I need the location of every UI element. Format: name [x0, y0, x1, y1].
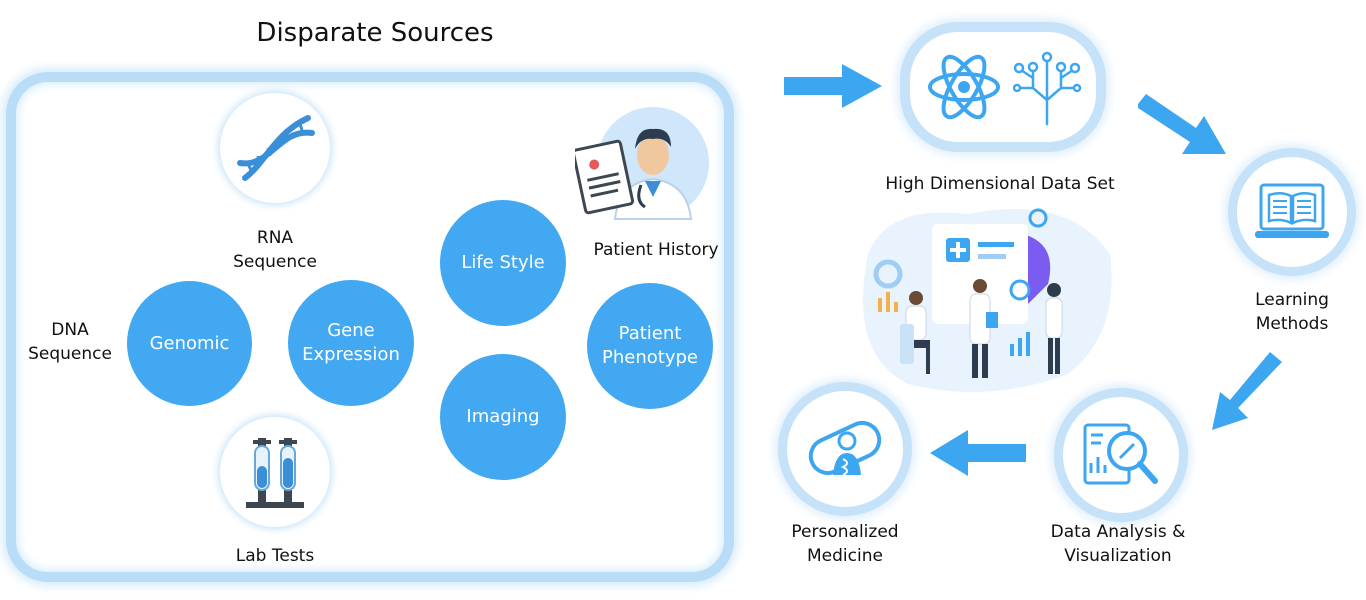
- learning-methods-ring: [1228, 148, 1356, 276]
- data-analysis-label: Data Analysis & Visualization: [1050, 522, 1186, 566]
- lab-tests-label: Lab Tests: [235, 546, 315, 566]
- patient-history-label: Patient History: [593, 240, 719, 260]
- genomic-circle: Genomic: [127, 281, 252, 406]
- atom-icon: [928, 54, 1000, 120]
- high-dimensional-data-pill: [900, 22, 1106, 152]
- personalized-medicine-label: Personalized Medicine: [791, 522, 899, 566]
- data-analysis-ring: [1054, 388, 1188, 522]
- pill-person-icon: [808, 420, 882, 476]
- medical-team-illustration: [863, 208, 1112, 392]
- arrow-left-icon: [930, 430, 1026, 476]
- laptop-book-icon: [1255, 183, 1329, 238]
- doctor-clipboard-icon: [571, 105, 713, 225]
- dna-sequence-label: DNA Sequence: [28, 320, 112, 364]
- genomic-label: Genomic: [149, 332, 230, 354]
- neural-tree-icon: [1013, 51, 1081, 126]
- imaging-label: Imaging: [466, 406, 540, 427]
- rna-sequence-label: RNA Sequence: [233, 228, 317, 272]
- gene-expression-label: Gene Expression: [302, 320, 400, 365]
- test-tubes-icon: [220, 417, 330, 527]
- patient-phenotype-circle: Patient Phenotype: [587, 283, 713, 409]
- life-style-circle: Life Style: [440, 200, 566, 326]
- personalized-medicine-ring: [778, 382, 912, 516]
- patient-phenotype-label: Patient Phenotype: [602, 323, 698, 368]
- arrow-down-left-icon: [1212, 352, 1282, 430]
- life-style-label: Life Style: [461, 252, 545, 273]
- gene-expression-circle: Gene Expression: [288, 280, 414, 406]
- dna-helix-icon: [220, 93, 330, 203]
- high-dimensional-label: High Dimensional Data Set: [885, 174, 1115, 194]
- imaging-circle: Imaging: [440, 354, 566, 480]
- learning-methods-label: Learning Methods: [1255, 290, 1329, 334]
- magnifier-chart-icon: [1083, 423, 1158, 485]
- arrow-down-right-icon: [1138, 94, 1226, 154]
- section-title: Disparate Sources: [256, 18, 494, 48]
- arrow-right-icon: [784, 64, 882, 108]
